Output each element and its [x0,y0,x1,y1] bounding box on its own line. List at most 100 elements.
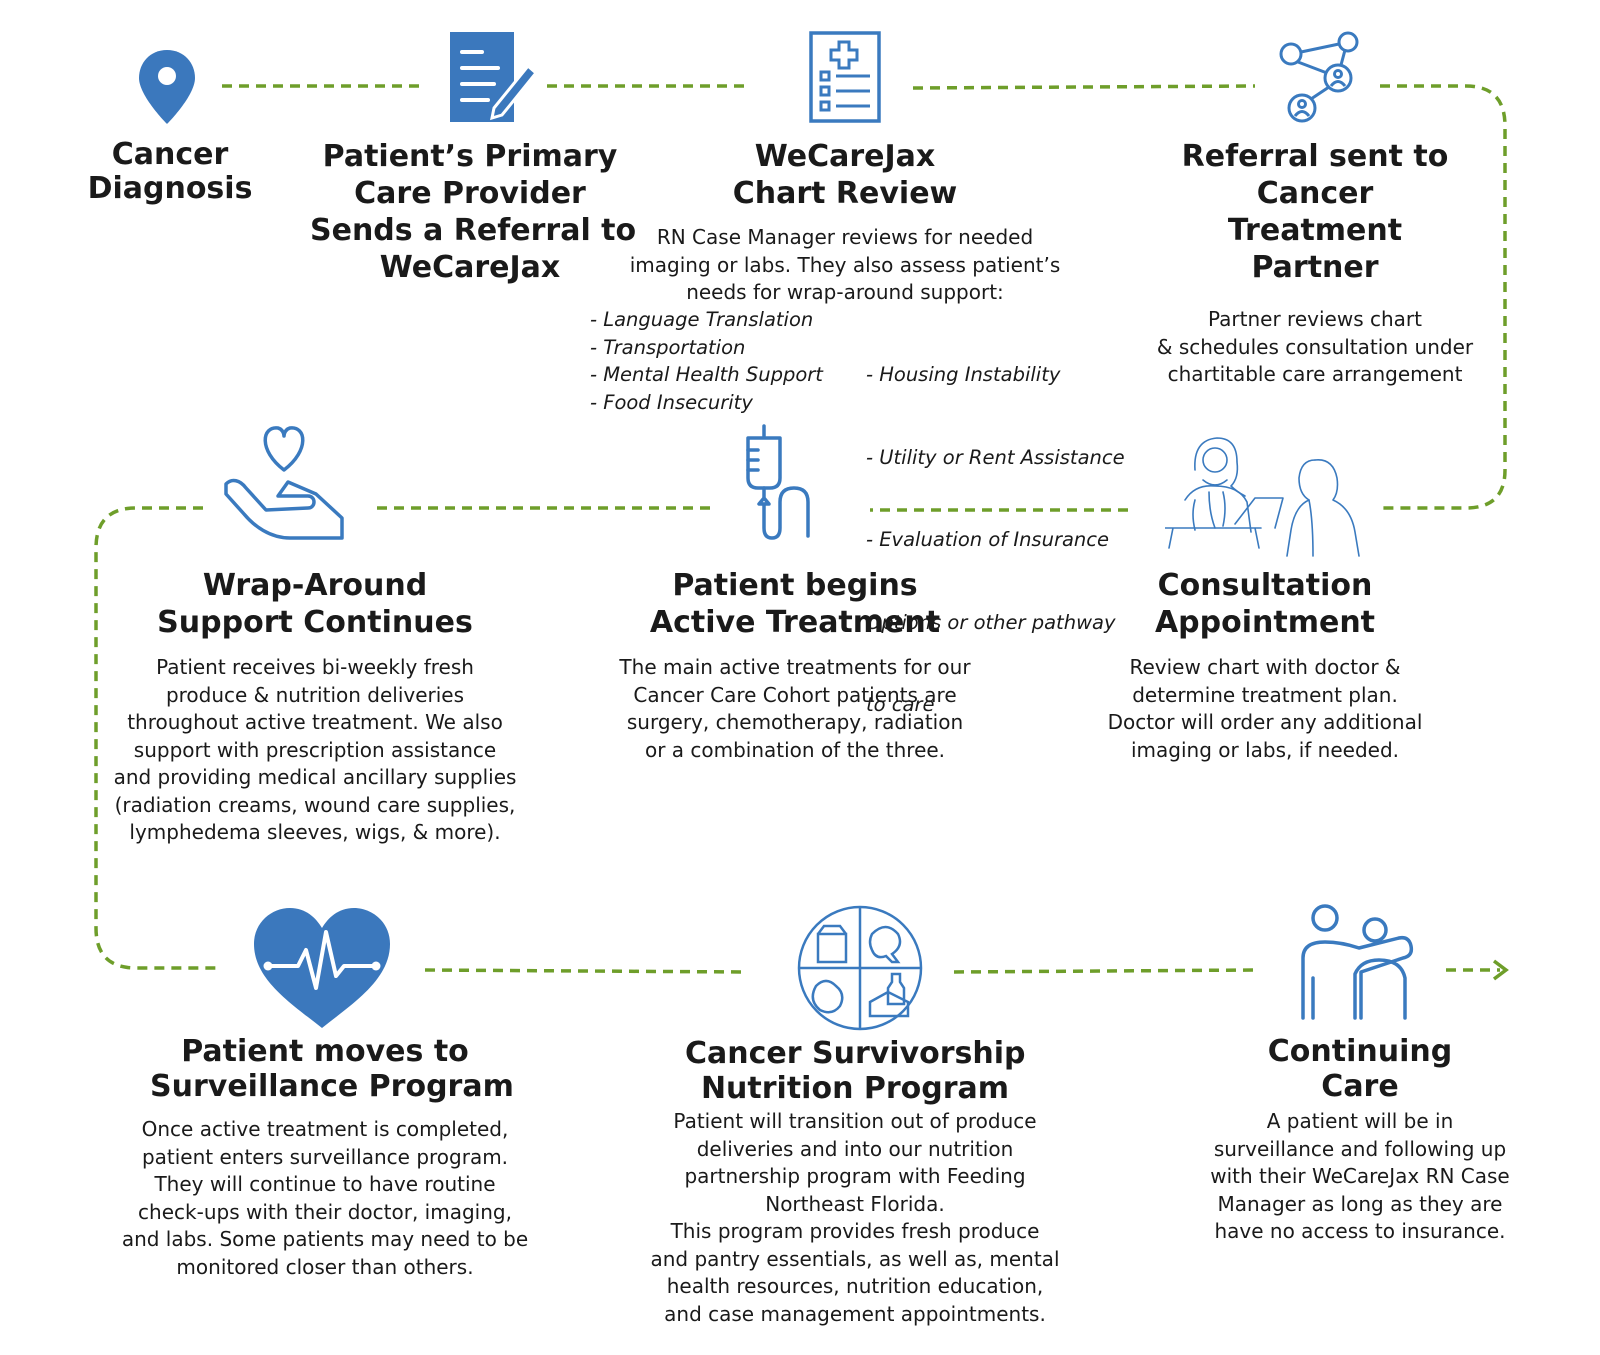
step-title-survivorship-nutrition: Cancer Survivorship Nutrition Program [685,1036,1026,1106]
doctor-consultation-icon [1165,437,1360,557]
desc-line: surveillance and following up [1213,1136,1507,1161]
desc-line: Cancer Care Cohort patients are [633,682,957,707]
step-title-continuing-care: Continuing Care [1220,1034,1500,1104]
desc-line: Northeast Florida. [765,1191,945,1216]
title-line: Surveillance Program [150,1069,514,1104]
step-title-cancer-diagnosis: Cancer Diagnosis [70,138,270,206]
title-line: Diagnosis [87,171,253,206]
desc-line: (radiation creams, wound care supplies, [114,792,516,817]
title-line: Care [1321,1069,1399,1104]
desc-line: and labs. Some patients may need to be [121,1227,529,1251]
need-item: - Utility or Rent Assistance [866,445,1125,469]
title-line: Wrap-Around [202,568,428,603]
nutrition-plate-icon [797,905,923,1031]
step-desc-consultation: Review chart with doctor & determine tre… [1080,654,1450,764]
step-title-surveillance: Patient moves to Surveillance Program [150,1034,514,1104]
title-line: Consultation [1157,568,1373,603]
desc-line: Patient receives bi-weekly fresh [156,655,474,679]
arrow-head-icon [1492,959,1509,981]
title-line: Partner [1251,250,1379,285]
title-line: WeCareJax [379,250,561,285]
step-title-referral-partner: Referral sent to Cancer Treatment Partne… [1160,138,1470,286]
desc-line: lymphedema sleeves, wigs, & more). [129,820,501,844]
step-desc-chart-review: RN Case Manager reviews for needed imagi… [600,224,1090,307]
desc-line: with their WeCareJax RN Case [1210,1164,1510,1188]
desc-line: surgery, chemotherapy, radiation [626,710,964,734]
desc-line: support with prescription assistance [133,737,497,762]
desc-line: Manager as long as they are [1217,1191,1503,1216]
desc-line: & schedules consultation under [1156,334,1474,359]
step-title-primary-care-referral: Patient’s Primary Care Provider Sends a … [310,138,637,286]
medical-chart-icon [809,31,881,123]
need-item: - Language Translation [590,308,814,331]
need-item: - Transportation [590,335,746,359]
step-title-consultation: Consultation Appointment [1110,567,1420,641]
need-item: Options or other pathway [866,610,1116,634]
title-line: Treatment [1227,213,1403,248]
desc-line: Patient will transition out of produce [673,1109,1037,1133]
desc-line: monitored closer than others. [176,1254,474,1279]
title-line: Patient moves to [181,1034,469,1069]
desc-line: partnership program with Feeding [684,1164,1026,1188]
title-line: Nutrition Program [700,1071,1010,1106]
desc-line: throughout active treatment. We also [127,710,503,734]
desc-line: have no access to insurance. [1214,1219,1506,1243]
need-item: - Housing Instability [866,363,1061,386]
need-item: - Food Insecurity [590,390,753,414]
desc-line: deliveries and into our nutrition [696,1136,1014,1161]
connector-8-9 [424,968,746,974]
need-item: to care [866,693,935,716]
location-pin-icon [139,50,195,124]
title-line: WeCareJax [754,139,936,174]
desc-line: Review chart with doctor & [1129,655,1401,679]
desc-line: Once active treatment is completed, [141,1117,509,1141]
title-line: Cancer Survivorship [685,1036,1026,1071]
need-item: - Mental Health Support [590,363,823,386]
step-desc-surveillance: Once active treatment is completed, pati… [100,1116,550,1281]
needs-list-right: - Housing Instability - Utility or Rent … [866,306,1125,746]
title-line: Chart Review [732,176,958,211]
connector-4-5 [1378,84,1507,510]
desc-line: chartitable care arrangement [1167,362,1463,386]
step-title-active-treatment: Patient begins Active Treatment [630,567,960,641]
desc-line: patient enters surveillance program. [141,1144,509,1169]
need-item: - Evaluation of Insurance [866,528,1109,551]
step-desc-wrap-around: Patient receives bi-weekly fresh produce… [95,654,535,847]
desc-line: Partner reviews chart [1208,307,1422,331]
desc-line: and providing medical ancillary supplies [113,765,517,789]
support-people-icon [1301,904,1414,1020]
step-title-chart-review: WeCareJax Chart Review [690,138,1000,212]
title-line: Cancer [111,137,229,172]
title-line: Continuing [1267,1034,1453,1069]
document-edit-icon [450,32,539,122]
title-line: Active Treatment [649,605,941,640]
title-line: Referral sent to [1181,139,1449,174]
desc-line: RN Case Manager reviews for needed [656,225,1034,249]
desc-line: imaging or labs, if needed. [1130,737,1400,762]
title-line: Patient’s Primary [322,139,618,174]
connector-3-4 [912,84,1256,90]
desc-line: produce & nutrition deliveries [165,682,465,707]
heart-hand-icon [224,426,344,540]
step-title-wrap-around: Wrap-Around Support Continues [140,567,490,641]
step-desc-active-treatment: The main active treatments for our Cance… [590,654,1000,764]
desc-line: A patient will be in [1266,1109,1454,1133]
title-line: Sends a Referral to [310,213,637,248]
title-line: Appointment [1154,605,1376,640]
connector-9-10 [953,968,1256,974]
desc-line: imaging or labs. They also assess patien… [629,252,1061,277]
desc-line: They will continue to have routine [154,1172,496,1196]
desc-line: or a combination of the three. [644,737,946,762]
title-line: Patient begins [672,568,918,603]
desc-line: determine treatment plan. [1132,682,1398,707]
network-people-icon [1279,31,1359,123]
heartbeat-icon [254,908,390,1028]
title-line: Support Continues [157,605,473,640]
desc-line: This program provides fresh produce [670,1219,1040,1243]
title-line: Care Provider [354,176,586,211]
desc-line: Doctor will order any additional [1107,710,1423,734]
step-desc-survivorship-nutrition: Patient will transition out of produce d… [630,1108,1080,1328]
desc-line: check-ups with their doctor, imaging, [138,1199,512,1224]
step-desc-continuing-care: A patient will be in surveillance and fo… [1180,1108,1540,1246]
